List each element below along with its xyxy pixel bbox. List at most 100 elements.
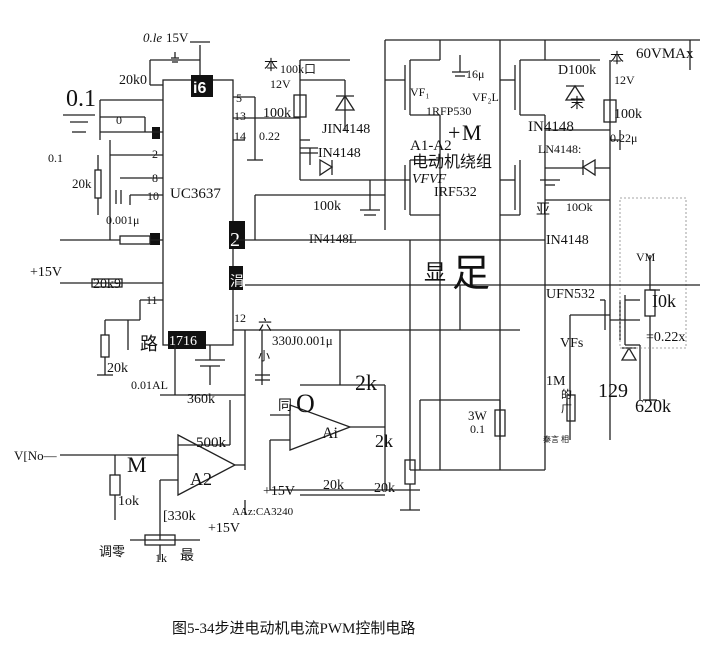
- n129-label: 129: [598, 380, 628, 402]
- r-100k-top-label: 100k口: [280, 62, 316, 76]
- d-jin4148-label: JIN4148: [322, 122, 370, 137]
- r-10ok-label: 10Ok: [566, 200, 593, 214]
- vf-l-label: VF₂L: [472, 90, 499, 104]
- c-022-label: 0.22: [259, 129, 280, 143]
- motor-m-label: M: [462, 120, 482, 145]
- aaz-label: AAz:CA3240: [232, 506, 294, 518]
- r-20k-label: 20k: [72, 176, 92, 191]
- r-1k-label: 1k: [155, 551, 167, 565]
- d-in4148-right-label: IN4148: [528, 119, 574, 135]
- in4148-r2-label: IN4148: [546, 233, 589, 248]
- pin-3: 3: [153, 127, 159, 141]
- ic-pin18-block: [150, 233, 160, 245]
- r-620k-label: 620k: [635, 396, 671, 416]
- irfp530-label: 1RFP530: [426, 104, 471, 118]
- c-330j-label: 330J0.001μ: [272, 333, 333, 348]
- ic-pin-ne-block: [229, 266, 243, 290]
- tiaoling-label: 调零: [99, 544, 125, 559]
- r-20k-bot-label: 20k: [107, 361, 128, 376]
- r-20k9-label: 20k9: [93, 277, 121, 292]
- winding-label: 电动机绕组: [412, 153, 492, 171]
- ic-uc3637-body: [162, 79, 234, 346]
- top-cap-label: 0.le: [143, 30, 162, 45]
- gnd-top-right-label: 本: [610, 51, 624, 67]
- r-2k-mid-label: 2k: [375, 431, 393, 451]
- lower-center-network: [255, 330, 506, 511]
- r-100k-right-label: 100k: [614, 107, 642, 122]
- r-10k-label: I0k: [652, 291, 676, 311]
- d100k-label: D100k: [558, 63, 596, 78]
- middle-bus: [245, 239, 700, 471]
- lu-label: 路: [140, 334, 158, 354]
- r-360k-label: 360k: [187, 392, 215, 407]
- xian-label: 显: [424, 260, 446, 285]
- ic-pin-ne-label: 涓: [230, 274, 244, 290]
- ic-pin2-block: [229, 221, 245, 249]
- zu-label: 足: [452, 253, 490, 295]
- liu-label: 六: [258, 318, 272, 334]
- ya-label: 亚: [536, 203, 550, 218]
- c-0-label: 0: [116, 113, 122, 127]
- r-330k-label: [330k: [163, 509, 196, 524]
- ic-pin16-label: i6: [193, 80, 206, 97]
- pin-2: 2: [152, 147, 158, 161]
- a2-network: [60, 400, 385, 560]
- pin-14: 14: [234, 129, 246, 143]
- pin-12: 12: [234, 311, 246, 325]
- r-1m-label: 1M: [546, 374, 566, 389]
- guang-label: 广: [561, 402, 572, 415]
- plus15v-left-label: +15V: [30, 265, 62, 280]
- ln4148-label: LN4148:: [538, 142, 581, 156]
- plus15v-bot-label: +15V: [208, 521, 240, 536]
- plus15v-mid-label: +15V: [263, 484, 295, 499]
- vfvf-label: VFVF: [412, 172, 447, 187]
- de-label: 的: [561, 387, 572, 401]
- c-001al-label: 0.01AL: [131, 378, 168, 392]
- gnd-zh-label: 本: [264, 58, 278, 74]
- c-01-label: 0.1: [48, 151, 63, 165]
- ic-name-label: UC3637: [170, 186, 221, 202]
- dashed-box: [619, 197, 687, 349]
- small-label: 小: [258, 349, 270, 363]
- o-mark-label: O: [296, 389, 315, 418]
- mo-label: 末: [570, 96, 584, 112]
- vf1-label: VF₁: [410, 85, 430, 99]
- top-voltage-label: 15V: [166, 30, 189, 45]
- v12-left-label: 12V: [270, 77, 291, 91]
- zui-label: 最: [180, 548, 194, 564]
- ic-pin16-block: [191, 75, 213, 97]
- r-100k-mid-label: 100k: [313, 199, 341, 214]
- pin-10: 10: [147, 189, 159, 203]
- r-500k-label: 500k: [196, 435, 227, 451]
- r-2k-top-label: 2k: [355, 370, 377, 395]
- left-network: [60, 41, 246, 470]
- vm-label: VM: [636, 250, 656, 264]
- tu-label: 同: [278, 399, 292, 414]
- ufn532-label: UFN532: [546, 287, 595, 302]
- d-in4148-label: IN4148: [318, 146, 361, 161]
- r-1ok-label: 1ok: [118, 494, 139, 509]
- pin-5: 5: [236, 91, 242, 105]
- ic-pin1716-label: 1716: [169, 334, 197, 349]
- v60max-label: 60VMAx: [636, 46, 694, 62]
- ic-pin3-block: [152, 127, 160, 139]
- r-01-label: 0.1: [470, 422, 485, 436]
- m-small-label: M: [127, 452, 147, 477]
- r-20k-b2-label: 20k: [374, 481, 395, 496]
- top-drive-network: [233, 39, 700, 470]
- ic-pin1716-block: [168, 331, 206, 349]
- amp-a2-label: A2: [190, 469, 212, 489]
- motor-plus-label: +: [448, 120, 460, 145]
- c-16u-label: 16μ: [466, 67, 484, 81]
- amp-ai-label: Ai: [322, 425, 339, 442]
- figure-caption: 图5-34步进电动机电流PWM控制电路: [172, 620, 415, 637]
- r-20k-b1-label: 20k: [323, 478, 344, 493]
- c-0001u-label: 0.001μ: [106, 213, 139, 227]
- v12-right-label: 12V: [614, 73, 635, 87]
- r-100k-left-label: 100k: [263, 106, 291, 121]
- a1a2-label: A1-A2: [410, 138, 452, 154]
- c-022u-label: 0.22μ: [610, 131, 637, 145]
- r-20k0-label: 20k0: [119, 73, 147, 88]
